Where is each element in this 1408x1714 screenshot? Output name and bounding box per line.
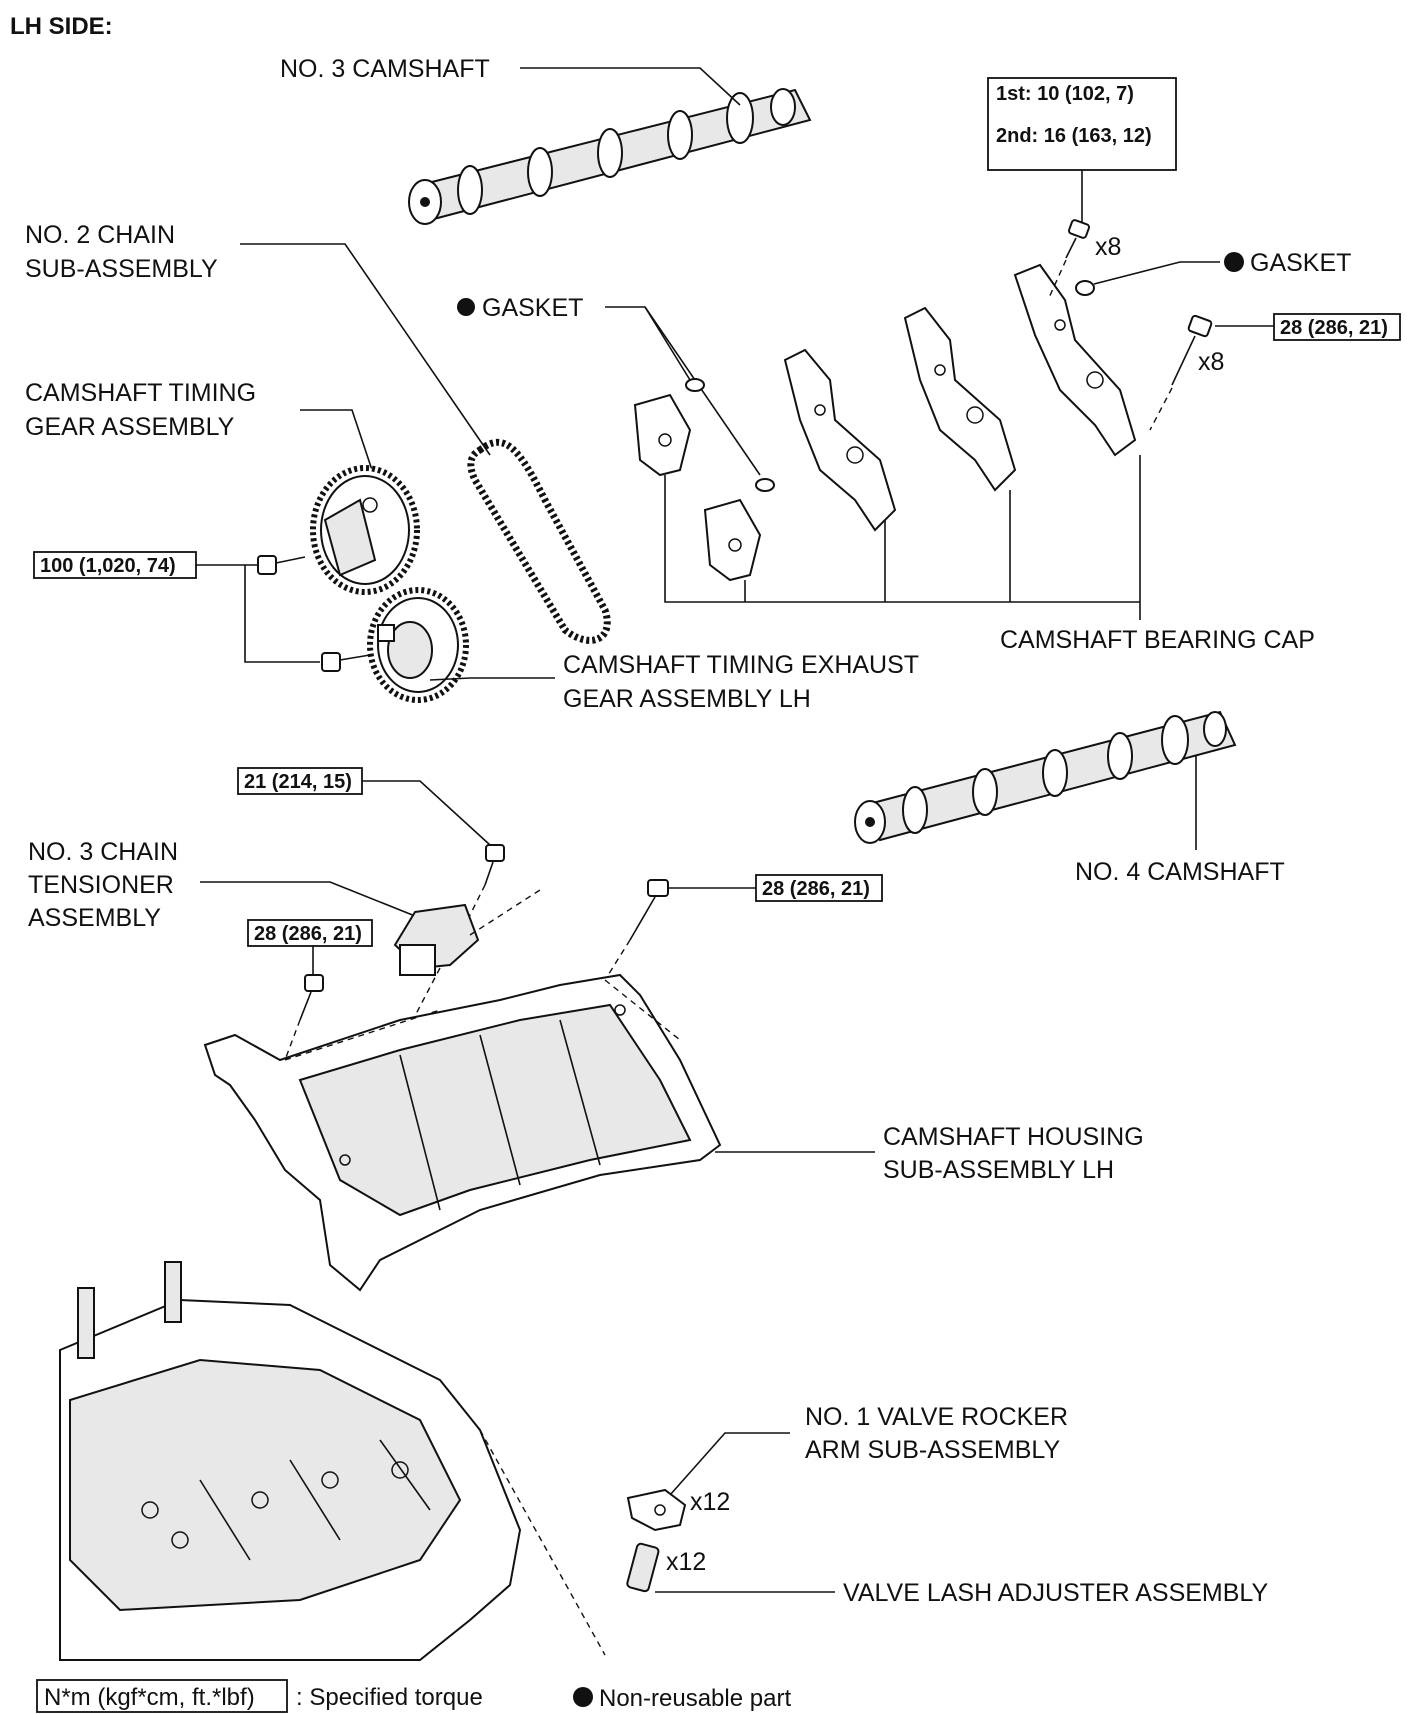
torque-box-housing-left [247, 919, 373, 947]
page-title: LH SIDE: [10, 13, 113, 40]
qty-cap-bolt-upper: x8 [1095, 233, 1121, 261]
leader-gasket-left-1 [605, 306, 691, 381]
label-housing-line2: SUB-ASSEMBLY LH [883, 1156, 1114, 1184]
nonreusable-marker-gasket-right [1224, 252, 1244, 272]
torque-cap-1st: 1st: 10 (102, 7) [996, 83, 1134, 105]
label-exhaust-gear-line1: CAMSHAFT TIMING EXHAUST [563, 651, 919, 679]
dashline-cap-bolt-side [1149, 387, 1173, 431]
torque-cap-2nd: 2nd: 16 (163, 12) [996, 125, 1152, 147]
label-bearing-cap: CAMSHAFT BEARING CAP [1000, 626, 1315, 654]
torque-housing-right: 28 (286, 21) [762, 878, 870, 900]
label-tensioner-line2: TENSIONER [28, 871, 174, 899]
leader-gasket-right [1093, 261, 1220, 285]
no2-chain-part [467, 438, 611, 644]
leader-gasket-left-2 [644, 306, 761, 476]
torque-tensioner: 21 (214, 15) [244, 771, 352, 793]
legend-nonreusable-text: Non-reusable part [599, 1685, 791, 1712]
bearing-cap-5 [1013, 263, 1137, 457]
leader-tensioner [200, 881, 421, 919]
leader-timing-gear [300, 409, 373, 471]
label-no4-camshaft: NO. 4 CAMSHAFT [1075, 858, 1285, 886]
gear-bolt-lower [321, 652, 371, 672]
bearing-cap-1 [633, 393, 692, 477]
leader-torque-tensioner [362, 780, 491, 846]
label-tensioner-line3: ASSEMBLY [28, 904, 161, 932]
gasket-ring-b [755, 478, 775, 492]
housing-bolt-right [629, 879, 669, 941]
legend-nonreusable-marker [573, 1687, 593, 1707]
label-no2-chain-line1: NO. 2 CHAIN [25, 221, 175, 249]
label-rocker-line1: NO. 1 VALVE ROCKER [805, 1403, 1068, 1431]
label-timing-gear-line1: CAMSHAFT TIMING [25, 379, 256, 407]
cylinder-head-part [59, 1261, 522, 1661]
torque-box-cap-side [1273, 313, 1401, 341]
qty-rocker: x12 [690, 1488, 730, 1516]
torque-box-housing-right [755, 874, 883, 902]
leader-rocker [669, 1432, 790, 1496]
gear-bolt-upper [257, 555, 306, 575]
torque-cap-side: 28 (286, 21) [1280, 317, 1388, 339]
tensioner-part [393, 903, 480, 976]
timing-gear-part [310, 465, 420, 595]
camshaft-housing-part [203, 973, 722, 1292]
cap-bolt-side [1171, 314, 1213, 386]
label-tensioner-line1: NO. 3 CHAIN [28, 838, 178, 866]
leader-torque-gear [196, 564, 320, 663]
bearing-cap-2 [703, 498, 762, 582]
gasket-ring-c [1075, 280, 1095, 296]
housing-bolt-left [299, 974, 324, 1021]
bearing-cap-4 [903, 306, 1017, 492]
label-gasket-left: GASKET [482, 294, 583, 322]
tensioner-bolt [484, 844, 505, 886]
dashline-housing-bolt-left [284, 1019, 301, 1061]
legend-torque-box-text: N*m (kgf*cm, ft.*lbf) [44, 1684, 255, 1711]
cap-bolt-upper [1065, 219, 1091, 259]
label-gasket-right: GASKET [1250, 249, 1351, 277]
no3-camshaft-part [408, 88, 812, 225]
nonreusable-marker-gasket-left [457, 298, 475, 316]
dashline-cap-bolt-upper [1047, 259, 1067, 301]
gasket-ring-a [685, 378, 705, 392]
label-exhaust-gear-line2: GEAR ASSEMBLY LH [563, 685, 811, 713]
leader-no2-chain [240, 243, 491, 456]
dashline-tensioner-2 [469, 889, 541, 936]
no4-camshaft-part [854, 710, 1237, 844]
label-lash-adjuster: VALVE LASH ADJUSTER ASSEMBLY [843, 1579, 1268, 1607]
bearing-cap-3 [783, 348, 897, 532]
torque-box-cap [987, 77, 1177, 171]
qty-lash: x12 [666, 1548, 706, 1576]
torque-housing-left: 28 (286, 21) [254, 923, 362, 945]
dashline-housing-a [284, 1009, 441, 1061]
rocker-arm-part [626, 1488, 687, 1532]
label-no3-camshaft: NO. 3 CAMSHAFT [280, 55, 490, 83]
leader-no3-camshaft [520, 67, 741, 106]
torque-box-gear [33, 551, 197, 579]
torque-box-tensioner [237, 767, 363, 795]
dashline-housing-bolt-right [604, 939, 631, 981]
label-rocker-line2: ARM SUB-ASSEMBLY [805, 1436, 1060, 1464]
dashline-head [479, 1429, 606, 1656]
qty-cap-bolt-lower: x8 [1198, 348, 1224, 376]
label-housing-line1: CAMSHAFT HOUSING [883, 1123, 1144, 1151]
label-no2-chain-line2: SUB-ASSEMBLY [25, 255, 218, 283]
legend-torque-box [36, 1679, 288, 1713]
leader-bearing-cap-bus [664, 475, 1140, 603]
exhaust-gear-part [367, 587, 469, 703]
legend-torque-text: : Specified torque [296, 1684, 483, 1711]
label-timing-gear-line2: GEAR ASSEMBLY [25, 413, 235, 441]
lash-adjuster-part [626, 1542, 660, 1593]
leader-exhaust-gear [429, 677, 555, 681]
dashline-housing-b [604, 979, 681, 1041]
torque-gear: 100 (1,020, 74) [40, 555, 176, 577]
